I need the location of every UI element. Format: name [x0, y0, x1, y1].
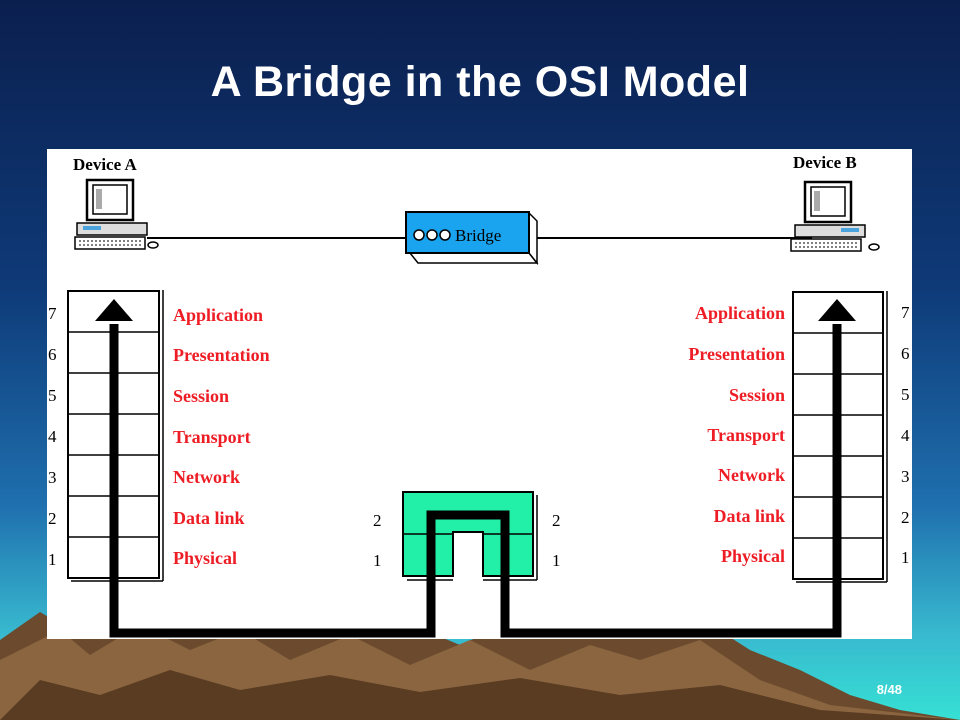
layer-name-a-presentation: Presentation	[173, 345, 270, 365]
layer-number-b-1: 1	[901, 548, 910, 567]
bridge-layer-stack	[402, 491, 538, 581]
layer-number-b-5: 5	[901, 385, 910, 404]
layer-name-b-physical: Physical	[721, 546, 785, 566]
data-flow-path	[109, 324, 842, 638]
layer-name-b-transport: Transport	[707, 425, 785, 445]
layer-number-b-2: 2	[901, 508, 910, 527]
layer-number-a-7: 7	[48, 304, 57, 323]
layer-number-b-3: 3	[901, 467, 910, 486]
computer-icon-device-a	[74, 178, 159, 250]
arrow-up-icon-device-b	[818, 299, 856, 321]
slide-title: A Bridge in the OSI Model	[210, 58, 750, 106]
layer-number-a-6: 6	[48, 345, 57, 364]
bridge-layer-number-left-2: 2	[373, 511, 382, 530]
bridge-layer-number-right-2: 2	[552, 511, 561, 530]
osi-bridge-diagram: Device A Device B	[47, 149, 912, 639]
layer-number-a-1: 1	[48, 550, 57, 569]
layer-name-a-physical: Physical	[173, 548, 237, 568]
layer-name-a-session: Session	[173, 386, 229, 406]
computer-icon-device-b	[790, 180, 880, 252]
layer-name-a-application: Application	[173, 305, 263, 325]
layer-name-b-application: Application	[695, 303, 785, 323]
layer-number-a-4: 4	[48, 427, 57, 446]
layer-number-b-4: 4	[901, 426, 910, 445]
device-a-label: Device A	[73, 155, 137, 174]
bridge-label: Bridge	[455, 226, 501, 245]
layer-name-a-transport: Transport	[173, 427, 251, 447]
layer-name-b-data-link: Data link	[713, 506, 785, 526]
bridge-device-icon: Bridge	[405, 211, 539, 266]
layer-number-a-5: 5	[48, 386, 57, 405]
bridge-layer-number-left-1: 1	[373, 551, 382, 570]
page-number: 8/48	[876, 682, 902, 697]
layer-name-a-data-link: Data link	[173, 508, 245, 528]
layer-name-b-session: Session	[729, 385, 785, 405]
device-b-label: Device B	[793, 153, 857, 172]
layer-number-b-6: 6	[901, 344, 910, 363]
layer-number-b-7: 7	[901, 303, 910, 322]
layer-name-a-network: Network	[173, 467, 240, 487]
layer-number-a-3: 3	[48, 468, 57, 487]
layer-name-b-network: Network	[718, 465, 785, 485]
layer-name-b-presentation: Presentation	[688, 344, 785, 364]
layer-number-a-2: 2	[48, 509, 57, 528]
bridge-layer-number-right-1: 1	[552, 551, 561, 570]
arrow-up-icon-device-a	[95, 299, 133, 321]
